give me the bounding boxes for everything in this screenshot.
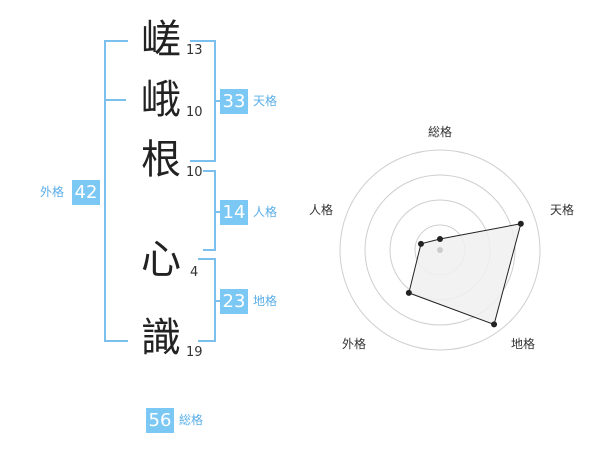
radar-axis-label-chikaku: 地格 — [511, 337, 536, 351]
chikaku-label: 地格 — [253, 294, 278, 308]
radar-point-5 — [417, 240, 424, 247]
kanji-char-3: 根 — [141, 137, 181, 183]
stroke-count-5: 19 — [186, 345, 203, 360]
tenkaku-badge: 33 — [220, 89, 248, 114]
soukaku-label: 総格 — [179, 413, 204, 427]
radar-ring — [339, 149, 541, 351]
radar-axis-label-tenkaku: 天格 — [550, 203, 575, 217]
radar-point-1 — [437, 236, 443, 242]
jinkaku-bracket-tick — [214, 211, 222, 213]
radar-point-4 — [405, 289, 412, 296]
stroke-count-2: 10 — [186, 105, 203, 120]
kanji-char-1: 嵯 — [141, 17, 181, 63]
radar-center — [437, 247, 443, 253]
soukaku-badge: 56 — [146, 408, 174, 433]
kanji-char-4: 心 — [141, 237, 181, 283]
radar-point-3 — [491, 321, 498, 328]
gaikaku-label: 外格 — [40, 185, 65, 199]
gaikaku-bracket-tick — [104, 99, 126, 101]
radar-area — [408, 223, 522, 326]
radar-axis-label-jinkaku: 人格 — [309, 203, 334, 217]
radar-axis-label-gaikaku: 外格 — [342, 337, 367, 351]
chikaku-badge: 23 — [220, 289, 248, 314]
radar-ring — [364, 174, 516, 326]
jinkaku-badge: 14 — [220, 200, 248, 225]
gaikaku-bracket — [104, 40, 128, 342]
stroke-count-3: 10 — [186, 165, 203, 180]
stroke-count-1: 13 — [186, 43, 203, 58]
kanji-char-2: 峨 — [141, 77, 181, 123]
tenkaku-bracket-tick — [214, 100, 222, 102]
gaikaku-badge: 42 — [72, 180, 100, 205]
radar-point-2 — [517, 220, 524, 227]
kanji-char-5: 識 — [141, 315, 181, 361]
tenkaku-label: 天格 — [253, 94, 278, 108]
radar-axis-label-soukaku: 総格 — [428, 125, 453, 139]
stroke-count-4: 4 — [190, 265, 199, 280]
chikaku-bracket-tick — [214, 300, 222, 302]
jinkaku-bracket — [203, 170, 216, 251]
jinkaku-label: 人格 — [253, 205, 278, 219]
